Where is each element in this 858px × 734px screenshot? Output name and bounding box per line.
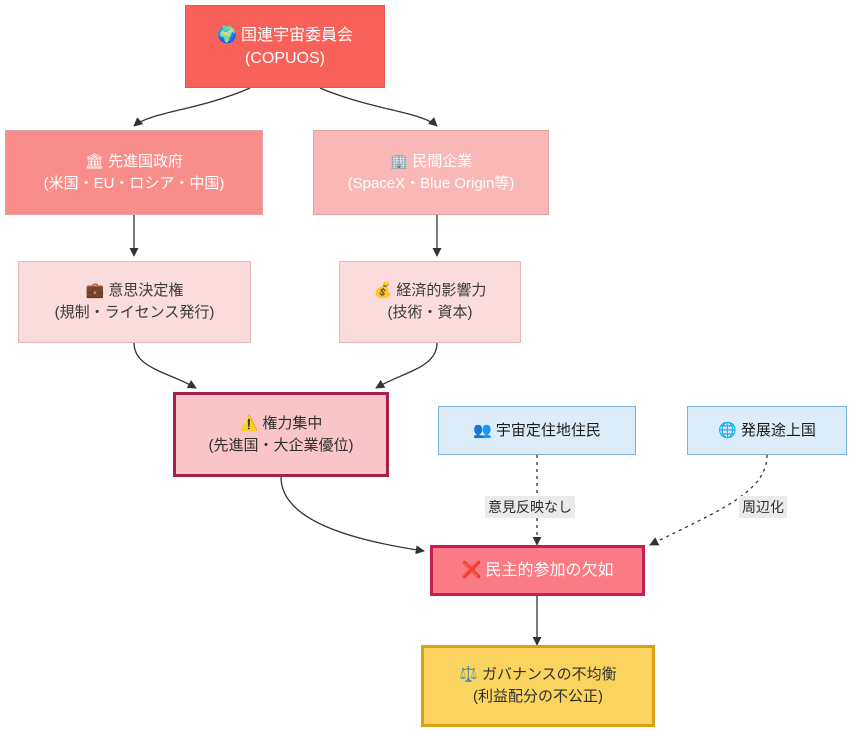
balance-scale-icon: ⚖️ xyxy=(459,665,478,684)
node-private[interactable]: 🏢民間企業 (SpaceX・Blue Origin等) xyxy=(313,130,549,215)
node-decision-line1: 💼意思決定権 xyxy=(85,281,184,300)
edge-copuos-gov xyxy=(133,87,251,127)
warning-icon: ⚠️ xyxy=(239,413,259,432)
node-nodemocracy[interactable]: ❌民主的参加の欠如 xyxy=(430,545,645,596)
node-economic-line1: 💰経済的影響力 xyxy=(373,281,487,300)
node-private-line2: (SpaceX・Blue Origin等) xyxy=(347,174,515,192)
edge-label-no-voice: 意見反映なし xyxy=(485,496,575,518)
node-copuos-line1: 🌍国連宇宙委員会 xyxy=(217,24,353,44)
globe-meridians-icon: 🌐 xyxy=(718,420,737,439)
busts-in-silhouette-icon: 👥 xyxy=(473,420,492,439)
node-gov-line1: 🏛先進国政府 xyxy=(84,151,184,170)
node-economic[interactable]: 💰経済的影響力 (技術・資本) xyxy=(339,261,521,343)
node-nodemocracy-line1: ❌民主的参加の欠如 xyxy=(461,560,614,580)
node-copuos[interactable]: 🌍国連宇宙委員会 (COPUOS) xyxy=(185,5,385,88)
edge-concentration-nodemocracy xyxy=(280,476,425,555)
classical-building-icon: 🏛 xyxy=(84,151,105,170)
cross-mark-icon: ❌ xyxy=(461,560,482,580)
node-copuos-line2: (COPUOS) xyxy=(245,50,325,67)
edge-copuos-private xyxy=(319,87,438,127)
node-settlers[interactable]: 👥宇宙定住地住民 xyxy=(438,406,636,455)
node-economic-line2: (技術・資本) xyxy=(387,304,473,321)
node-concentration-line1: ⚠️権力集中 xyxy=(239,413,323,432)
node-governance-line2: (利益配分の不公正) xyxy=(473,688,603,705)
node-developing[interactable]: 🌐発展途上国 xyxy=(687,406,847,455)
node-settlers-line1: 👥宇宙定住地住民 xyxy=(473,420,601,439)
node-decision[interactable]: 💼意思決定権 (規制・ライセンス発行) xyxy=(18,261,251,343)
earth-globe-icon: 🌍 xyxy=(217,24,237,44)
edge-economic-concentration xyxy=(375,342,438,389)
node-private-line1: 🏢民間企業 xyxy=(389,151,473,170)
edge-decision-concentration xyxy=(133,342,197,389)
node-decision-line2: (規制・ライセンス発行) xyxy=(54,304,215,321)
office-building-icon: 🏢 xyxy=(389,151,409,170)
briefcase-icon: 💼 xyxy=(85,281,105,300)
node-concentration-line2: (先進国・大企業優位) xyxy=(208,436,354,454)
edge-label-marginalized: 周辺化 xyxy=(739,496,787,518)
node-gov[interactable]: 🏛先進国政府 (米国・EU・ロシア・中国) xyxy=(5,130,263,215)
money-bag-icon: 💰 xyxy=(373,281,393,300)
node-governance[interactable]: ⚖️ガバナンスの不均衡 (利益配分の不公正) xyxy=(421,645,655,727)
node-concentration[interactable]: ⚠️権力集中 (先進国・大企業優位) xyxy=(173,392,389,477)
node-governance-line1: ⚖️ガバナンスの不均衡 xyxy=(459,665,617,684)
node-developing-line1: 🌐発展途上国 xyxy=(718,420,816,439)
node-gov-line2: (米国・EU・ロシア・中国) xyxy=(43,174,225,192)
